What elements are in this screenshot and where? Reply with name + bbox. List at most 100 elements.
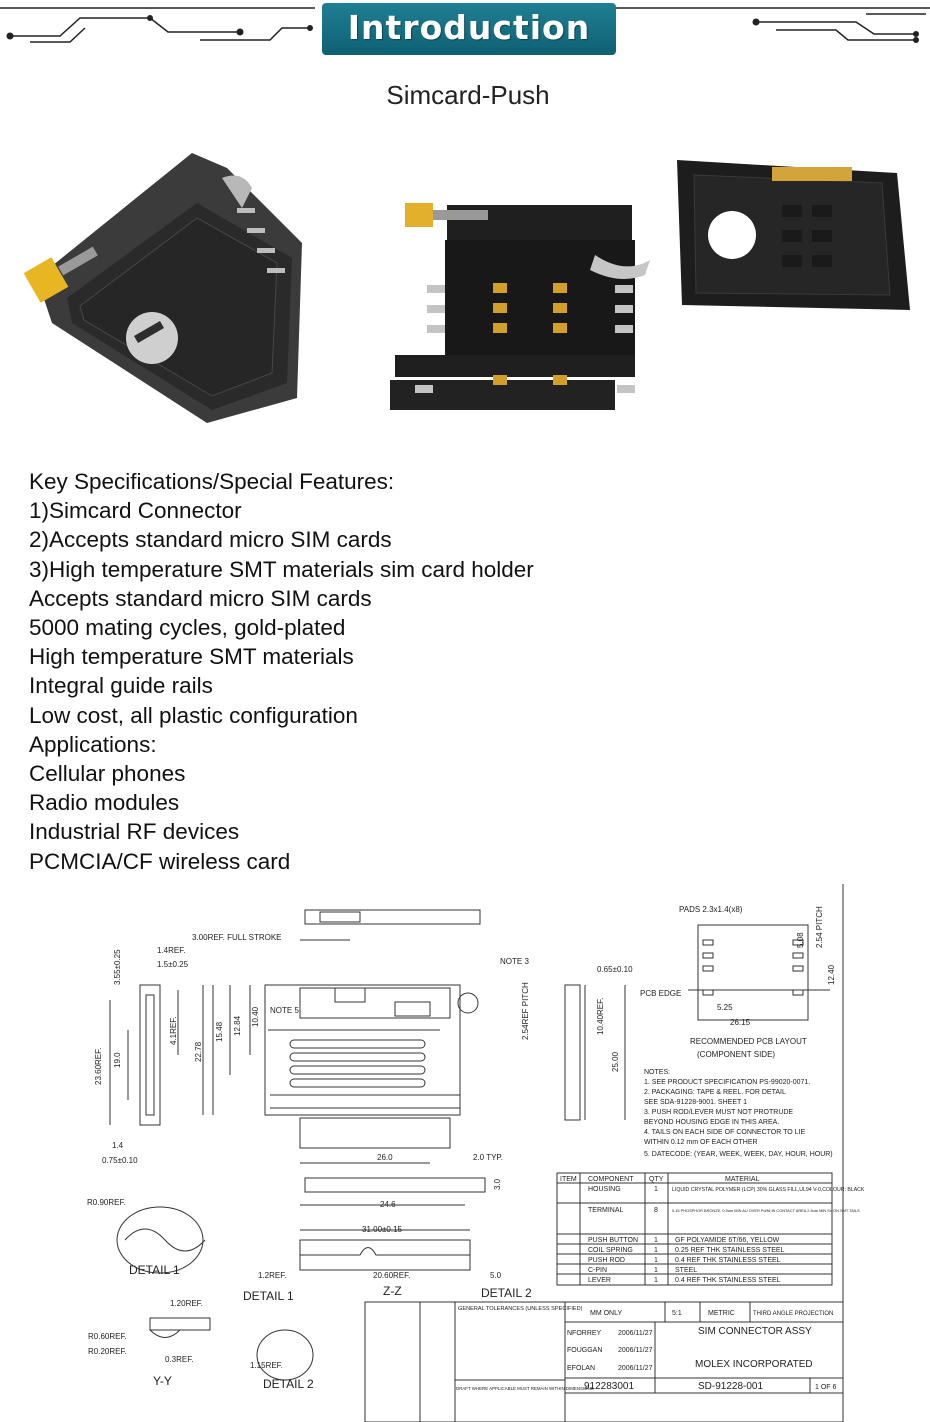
note-line: SEE SDA-91228-9001. SHEET 1 xyxy=(644,1099,747,1106)
bom-cell: GF POLYAMIDE 6T/66, YELLOW xyxy=(675,1237,780,1244)
spec-line: Radio modules xyxy=(29,790,180,816)
note-line: NOTES: xyxy=(644,1069,670,1076)
tb-dimension-style: MM ONLY xyxy=(590,1310,622,1317)
bom-cell: 0.25 REF THK STAINLESS STEEL xyxy=(675,1247,785,1254)
spec-line: PCMCIA/CF wireless card xyxy=(29,848,291,874)
tb-title: SIM CONNECTOR ASSY xyxy=(698,1326,812,1337)
bom-header: QTY xyxy=(649,1176,664,1183)
bom-cell: STEEL xyxy=(675,1267,697,1274)
dim-label: 1.4REF. xyxy=(157,946,185,955)
dim-label: 15.48 xyxy=(215,1021,224,1042)
dim-label: R0.90REF. xyxy=(87,1198,126,1207)
dim-label: 2.54REF PITCH xyxy=(521,982,530,1040)
spec-line: 5000 mating cycles, gold-plated xyxy=(29,615,346,641)
dim-label: 10.40REF. xyxy=(596,998,605,1035)
spec-line: Cellular phones xyxy=(29,761,186,787)
dim-label: 10.40 xyxy=(251,1006,260,1027)
bom-cell: 0.4 REF THK STAINLESS STEEL xyxy=(675,1257,781,1264)
spec-line: High temperature SMT materials xyxy=(29,644,354,670)
bom-cell: 8 xyxy=(654,1207,658,1214)
note-line: 3. PUSH ROD/LEVER MUST NOT PROTRUDE xyxy=(644,1109,793,1116)
dim-label: 3.55±0.25 xyxy=(113,949,122,985)
tb-angle: THIRD ANGLE PROJECTION xyxy=(753,1311,833,1317)
spec-line: Industrial RF devices xyxy=(29,819,240,845)
bom-header: COMPONENT xyxy=(588,1176,634,1183)
bom-cell: C-PIN xyxy=(588,1267,607,1274)
spec-line: Applications: xyxy=(29,731,157,757)
sim-connector-photo-top xyxy=(390,203,650,410)
dim-label: 31.00±0.15 xyxy=(362,1225,403,1234)
note-line: WITHIN 0.12 mm OF EACH OTHER xyxy=(644,1139,758,1146)
tb-checked-by: FOUGGAN xyxy=(567,1347,602,1354)
tb-draft: DRAFT WHERE APPLICABLE MUST REMAIN WITHI… xyxy=(456,1386,594,1391)
dim-label: 22.78 xyxy=(194,1041,203,1062)
bom-cell: 1 xyxy=(654,1186,658,1193)
sim-tray-photo xyxy=(677,160,910,310)
sim-connector-photo-angled xyxy=(23,153,302,423)
bom-cell: PUSH ROD xyxy=(588,1257,625,1264)
circuit-decoration-right xyxy=(616,7,930,43)
bom-cell: LIQUID CRYSTAL POLYMER (LCP) 30% GLASS F… xyxy=(672,1187,865,1193)
label-pads: PADS 2.3x1.4(x8) xyxy=(679,905,743,914)
dim-label: 1.20REF. xyxy=(170,1299,203,1308)
label-zz: Z-Z xyxy=(383,1284,402,1298)
dim-label: 23.60REF. xyxy=(94,1048,103,1085)
label-pcb-edge: PCB EDGE xyxy=(640,989,681,998)
bom-cell: 1 xyxy=(654,1277,658,1284)
dim-label: 5.25 xyxy=(717,1003,733,1012)
dim-label: 12.84 xyxy=(233,1015,242,1036)
dim-label: R0.60REF. xyxy=(88,1332,127,1341)
label-note5: NOTE 5 xyxy=(270,1006,299,1015)
tb-drawn-by: NFORREY xyxy=(567,1330,602,1337)
bom-cell: 1 xyxy=(654,1257,658,1264)
bom-cell: 1 xyxy=(654,1247,658,1254)
dim-label: 5.0 xyxy=(490,1271,502,1280)
dim-label: 0.75±0.10 xyxy=(102,1156,138,1165)
tb-scale: 5:1 xyxy=(672,1310,682,1317)
spec-line: 1)Simcard Connector xyxy=(29,498,242,524)
dim-label: 0.3REF. xyxy=(165,1355,193,1364)
spec-line: Key Specifications/Special Features: xyxy=(29,469,395,494)
label-detail-1: DETAIL 1 xyxy=(129,1263,180,1277)
bom-cell: 0.15 PHOSPHOR BRONZE, 0.9um MIN AU OVER … xyxy=(672,1208,860,1213)
dim-label: 3.0 xyxy=(493,1178,502,1190)
bom-cell: LEVER xyxy=(588,1277,611,1284)
spec-line: 2)Accepts standard micro SIM cards xyxy=(29,527,392,553)
spec-line: Low cost, all plastic configuration xyxy=(29,702,358,728)
dim-label: 2.0 TYP. xyxy=(473,1153,503,1162)
dim-label: 4.1REF. xyxy=(169,1017,178,1045)
tb-date: 2006/11/27 xyxy=(618,1347,653,1354)
note-line: 4. TAILS ON EACH SIDE OF CONNECTOR TO LI… xyxy=(644,1129,805,1136)
tb-approved-by: EFOLAN xyxy=(567,1365,595,1372)
spec-line: Integral guide rails xyxy=(29,673,213,699)
bom-header: MATERIAL xyxy=(725,1176,760,1183)
tb-document-number: SD-91228-001 xyxy=(698,1381,763,1392)
label-note3: NOTE 3 xyxy=(500,957,529,966)
tb-general-tolerances: GENERAL TOLERANCES (UNLESS SPECIFIED) xyxy=(458,1306,583,1312)
note-line: 2. PACKAGING: TAPE & REEL. FOR DETAIL xyxy=(644,1089,786,1096)
dim-label: 0.65±0.10 xyxy=(597,965,633,974)
note-line: 1. SEE PRODUCT SPECIFICATION PS-99020-00… xyxy=(644,1079,810,1086)
label-detail-1-b: DETAIL 1 xyxy=(243,1289,294,1303)
label-pcb-layout-sub: (COMPONENT SIDE) xyxy=(697,1050,775,1059)
spec-line: 3)High temperature SMT materials sim car… xyxy=(29,556,534,582)
spec-line: Accepts standard micro SIM cards xyxy=(29,585,372,611)
dim-label: 1.5±0.25 xyxy=(157,960,189,969)
tb-date: 2006/11/27 xyxy=(618,1330,653,1337)
label-full-stroke: 3.00REF. FULL STROKE xyxy=(192,933,282,942)
bom-cell: 1 xyxy=(654,1267,658,1274)
bom-cell: PUSH BUTTON xyxy=(588,1237,638,1244)
dim-label: R0.20REF. xyxy=(88,1347,127,1356)
note-line: 5. DATECODE: (YEAR, WEEK, WEEK, DAY, HOU… xyxy=(644,1151,833,1158)
dim-label: 26.0 xyxy=(377,1153,393,1162)
label-detail-2-b: DETAIL 2 xyxy=(263,1377,314,1391)
bom-cell: 1 xyxy=(654,1237,658,1244)
dim-label: 5.08 xyxy=(796,932,805,948)
label-yy: Y-Y xyxy=(153,1374,172,1388)
note-line: BEYOND HOUSING EDGE IN THIS AREA. xyxy=(644,1119,779,1126)
dim-label: 24.6 xyxy=(380,1200,396,1209)
dim-label: 12.40 xyxy=(827,964,836,985)
introduction-banner: Introduction xyxy=(322,3,616,55)
label-pcb-layout: RECOMMENDED PCB LAYOUT xyxy=(690,1037,807,1046)
circuit-decoration-left xyxy=(0,7,315,43)
